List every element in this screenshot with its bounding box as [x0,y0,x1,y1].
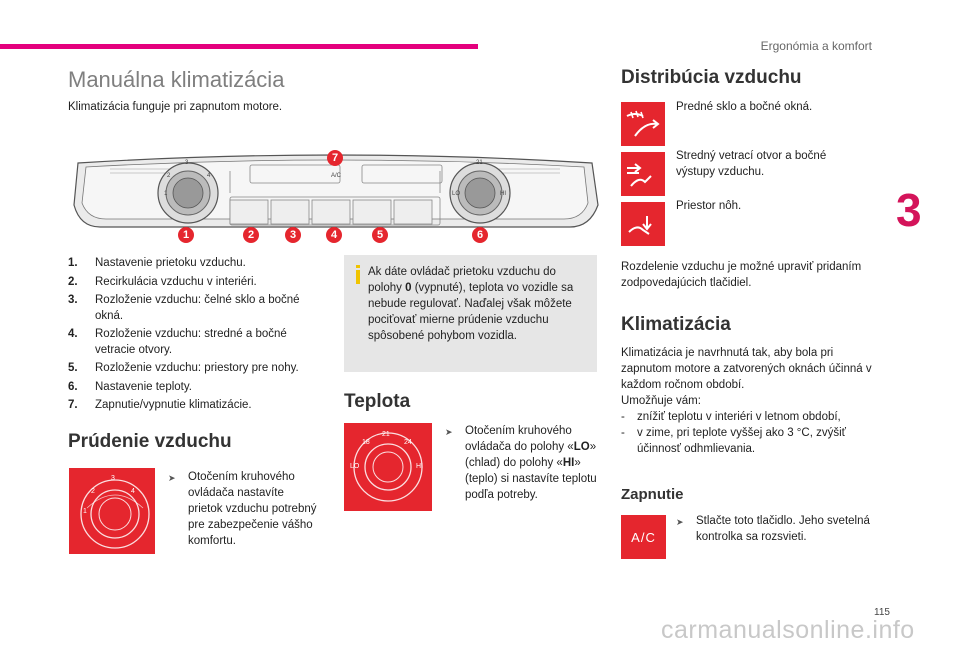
temperature-dial-mark: HI [416,463,423,470]
page-title: Manuálna klimatizácia [68,67,285,92]
callout-4: 4 [326,227,342,243]
callout-5: 5 [372,227,388,243]
callout-7: 7 [327,150,343,166]
airflow-dial-image: 3 4 2 1 [69,468,155,554]
callout-6: 6 [472,227,488,243]
face-vent-svg [627,163,652,187]
distribution-note: Rozdelenie vzduchu je možné upraviť prid… [621,261,862,289]
foot-vent-icon [621,202,665,246]
temperature-heading: Teplota [344,391,411,412]
panel-dial-mark: 2 [167,173,171,179]
face-vent-icon [621,152,665,196]
control-panel-svg [73,154,599,228]
ac-heading: Klimatizácia [621,314,731,335]
list-item: 2.Recirkulácia vzduchu v interiéri. [68,275,257,288]
info-note-text: Ak dáte ovládač prietoku vzduchu do polo… [368,266,574,342]
watermark: carmanualsonline.info [661,616,915,644]
airflow-heading: Prúdenie vzduchu [68,431,232,452]
ac-text: Klimatizácia je navrhnutá tak, aby bola … [621,347,872,391]
airflow-dial-mark: 1 [83,508,87,515]
distribution-item-text: Predné sklo a bočné okná. [676,101,813,113]
ac-description: Klimatizácia je navrhnutá tak, aby bola … [621,345,883,457]
list-item: 3.Rozloženie vzduchu: čelné sklo a bočné… [68,294,300,322]
section-label: Ergonómia a komfort [760,39,872,53]
list-item: 5.Rozloženie vzduchu: priestory pre nohy… [68,362,299,374]
temperature-dial-mark: 21 [382,431,390,438]
list-item: 1.Nastavenie prietoku vzduchu. [68,257,246,269]
info-note-box: Ak dáte ovládač prietoku vzduchu do polo… [344,255,597,372]
ac-list-item: -v zime, pri teplote vyššej ako 3 °C, zv… [621,427,846,455]
intro-text: Klimatizácia funguje pri zapnutom motore… [68,101,283,113]
arrow-bullet-icon: ➤ [168,473,176,483]
switch-on-instruction: ➤ Stlačte toto tlačidlo. Jeho svetelná k… [676,515,870,543]
airflow-dial-mark: 4 [131,488,135,495]
panel-ac-label: A/C [331,173,342,179]
control-list: 1.Nastavenie prietoku vzduchu. 2.Recirku… [68,256,318,417]
distribution-heading: Distribúcia vzduchu [621,67,802,88]
list-item: 4.Rozloženie vzduchu: stredné a bočné ve… [68,328,287,356]
foot-vent-svg [628,216,652,235]
callout-3: 3 [285,227,301,243]
panel-dial-mark: 4 [207,173,211,179]
callout-2: 2 [243,227,259,243]
airflow-dial-mark: 3 [111,475,115,482]
temperature-dial-image: 21 18 24 LO HI [344,423,432,511]
arrow-bullet-icon: ➤ [445,427,453,437]
ac-button-icon: A/C [621,515,666,559]
info-icon [356,265,360,284]
list-item: 7.Zapnutie/vypnutie klimatizácie. [68,399,252,411]
distribution-item-text: Priestor nôh. [676,200,742,212]
page-number: 115 [874,607,890,618]
control-panel-illustration: A/C 3 2 4 1 21 LO HI [70,145,600,245]
panel-dial-mark: 3 [185,160,189,166]
panel-dial-mark: LO [452,191,461,197]
temperature-instruction: ➤ Otočením kruhového ovládača do polohy … [445,425,597,501]
ac-list-item: -znížiť teplotu v interiéri v letnom obd… [621,411,841,423]
temperature-dial-icon [353,432,423,502]
panel-dial-mark: 1 [164,191,168,197]
temperature-dial-mark: 18 [362,439,370,446]
airflow-instruction: ➤ Otočením kruhového ovládača nastavíte … [168,471,317,547]
chapter-number: 3 [896,184,922,236]
temperature-dial-mark: 24 [404,439,412,446]
airflow-dial-mark: 2 [91,488,95,495]
temperature-dial-mark: LO [350,463,360,470]
switch-on-heading: Zapnutie [621,486,684,503]
windshield-defrost-icon [621,102,665,146]
panel-dial-mark: 21 [476,160,483,166]
ac-enables: Umožňuje vám: [621,395,701,407]
windshield-defrost-svg [626,110,660,137]
header-accent-bar [0,44,478,49]
arrow-bullet-icon: ➤ [676,517,684,527]
list-item: 6.Nastavenie teploty. [68,380,192,393]
distribution-item-text: Stredný vetrací otvor a bočné výstupy vz… [676,150,827,178]
callout-1: 1 [178,227,194,243]
panel-dial-mark: HI [500,191,506,197]
airflow-dial-icon [80,479,150,549]
